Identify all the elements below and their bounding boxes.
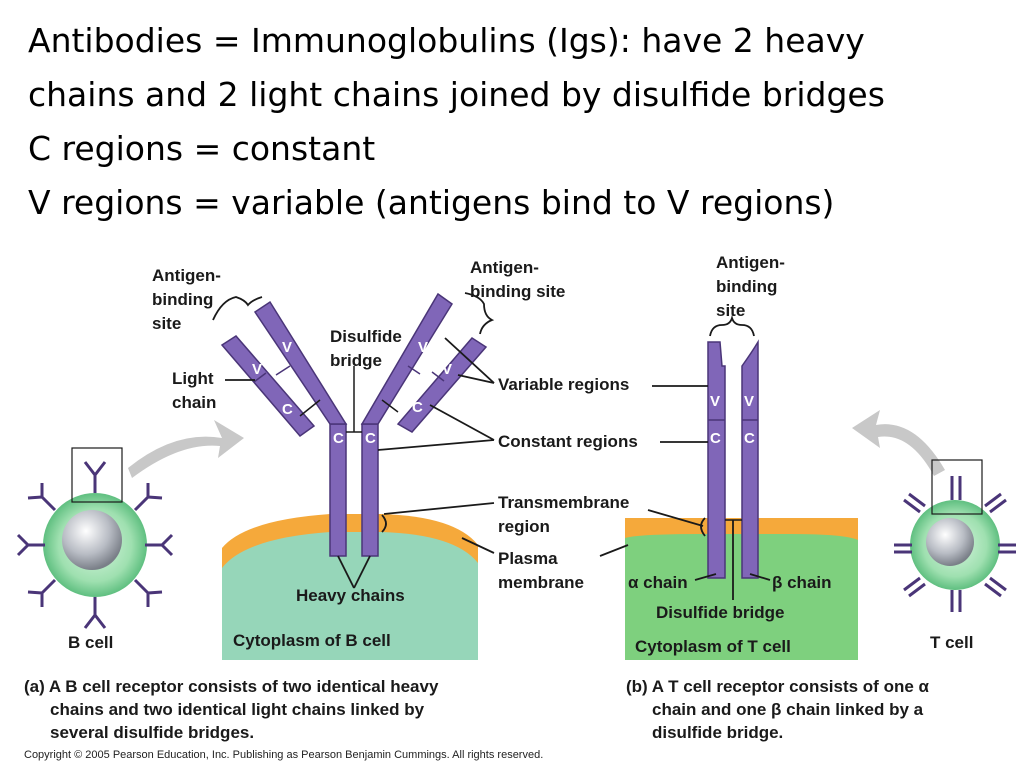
disulfide-bridge-t-label: Disulfide bridge: [656, 603, 784, 622]
title-line-1: Antibodies = Immunoglobulins (Igs): have…: [28, 21, 865, 60]
plasma-membrane-label: Plasma membrane: [498, 549, 584, 592]
t-cell-illustration: [894, 459, 1016, 612]
b-cell-cytoplasm: [222, 532, 478, 660]
v-label-heavy-left: V: [282, 339, 292, 356]
title-line-4: V regions = variable (antigens bind to V…: [28, 183, 835, 222]
transmembrane-region-label: Transmembrane region: [498, 493, 634, 536]
beta-chain-label: β chain: [772, 573, 832, 592]
c-label-light-left: C: [282, 401, 293, 418]
c-label-light-right: C: [412, 399, 423, 416]
b-cell-zoom-arrow: [128, 420, 244, 478]
caption-b: (b) A T cell receptor consists of one α …: [626, 677, 934, 742]
antigen-site-right-label: Antigen- binding site: [470, 258, 565, 301]
v-label-alpha: V: [710, 393, 720, 410]
c-label-alpha: C: [710, 430, 721, 447]
cytoplasm-b-label: Cytoplasm of B cell: [233, 631, 391, 650]
light-chain-left: [220, 335, 316, 438]
heavy-arm-left: [253, 300, 348, 425]
t-cell-panel: V V C C Antigen- binding site α chain β …: [599, 253, 858, 660]
t-cell-label: T cell: [930, 633, 973, 652]
copyright-notice: Copyright © 2005 Pearson Education, Inc.…: [24, 749, 543, 761]
caption-a: (a) A B cell receptor consists of two id…: [24, 677, 443, 742]
light-chain-label: Light chain: [172, 369, 218, 412]
cytoplasm-t-label: Cytoplasm of T cell: [635, 637, 791, 656]
disulfide-bridge-label: Disulfide bridge: [330, 327, 407, 370]
alpha-chain-label: α chain: [628, 573, 688, 592]
c-label-heavy-left: C: [333, 430, 344, 447]
b-cell-panel: V V C V V C C C Antigen- binding site: [152, 258, 638, 660]
t-cell-zoom-arrow: [852, 410, 945, 476]
title-line-2: chains and 2 light chains joined by disu…: [28, 75, 885, 114]
b-cell-label: B cell: [68, 633, 113, 652]
variable-regions-label: Variable regions: [498, 375, 629, 394]
c-label-beta: C: [744, 430, 755, 447]
v-label-light-left: V: [252, 361, 262, 378]
beta-chain: [741, 339, 759, 579]
v-label-heavy-right: V: [418, 339, 428, 356]
t-cell-cytoplasm: [625, 534, 858, 660]
antigen-site-left-label: Antigen- binding site: [152, 266, 226, 333]
heavy-arm-right: [360, 292, 454, 425]
antigen-site-tcell-label: Antigen- binding site: [716, 253, 790, 320]
alpha-chain: [707, 341, 726, 579]
b-cell-illustration: [16, 447, 174, 629]
heavy-chains-label: Heavy chains: [296, 586, 405, 605]
v-label-beta: V: [744, 393, 754, 410]
constant-regions-label: Constant regions: [498, 432, 638, 451]
title-line-3: C regions = constant: [28, 129, 376, 168]
light-chain-right: [396, 337, 488, 433]
slide-title: Antibodies = Immunoglobulins (Igs): have…: [28, 14, 1008, 230]
c-label-heavy-right: C: [365, 430, 376, 447]
v-label-light-right: V: [442, 361, 452, 378]
